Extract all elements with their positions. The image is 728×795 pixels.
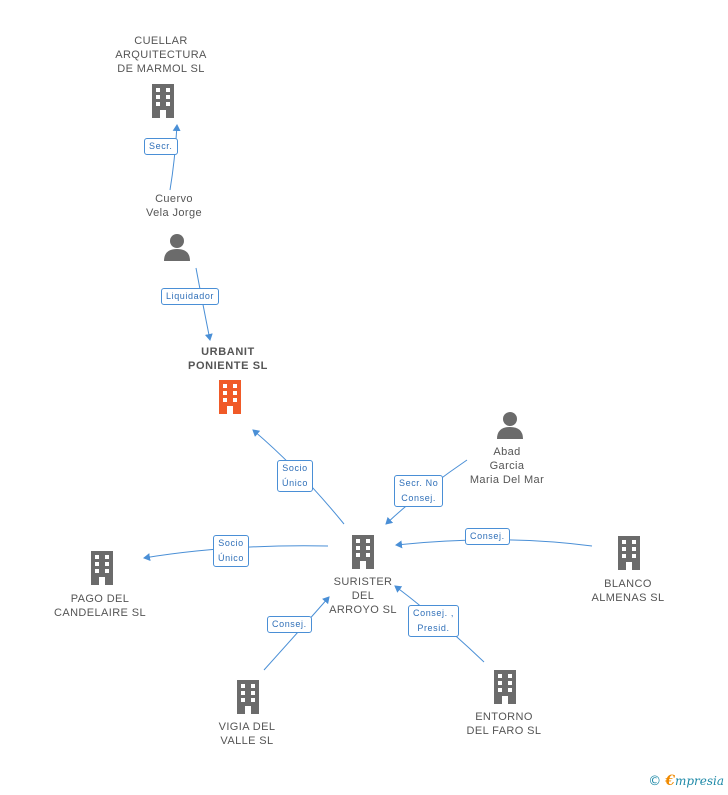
node-label-surister[interactable]: SURISTER DEL ARROYO SL [318, 575, 408, 617]
relation-label-secr[interactable]: Secr. [144, 138, 178, 155]
node-line: Abad [493, 446, 521, 458]
relation-line: Único [282, 478, 309, 488]
node-line: CANDELAIRE SL [53, 607, 146, 619]
relation-line: Consej. [272, 619, 307, 629]
node-line: BLANCO [604, 578, 652, 590]
node-line: VALLE SL [220, 735, 274, 747]
copyright-icon: © [648, 774, 662, 789]
relation-label-consej-vigia[interactable]: Consej. [267, 616, 312, 633]
node-label-entorno[interactable]: ENTORNO DEL FARO SL [456, 710, 552, 738]
relation-line: Único [218, 553, 245, 563]
relation-line: Socio [218, 538, 244, 548]
relation-label-secr-no-consej[interactable]: Secr. No Consej. [394, 475, 444, 507]
node-label-abad[interactable]: Abad Garcia Maria Del Mar [456, 445, 558, 487]
building-icon[interactable] [148, 84, 178, 118]
node-line: DEL [351, 590, 375, 602]
relation-line: Consej. , [413, 608, 454, 618]
person-icon[interactable] [162, 232, 192, 262]
node-line: Vela Jorge [146, 207, 202, 219]
node-line: ALMENAS SL [591, 592, 665, 604]
building-icon[interactable] [233, 680, 263, 714]
brand-logo-e: € [665, 773, 675, 789]
relation-line: Consej. [401, 493, 437, 503]
node-label-cuervo[interactable]: Cuervo Vela Jorge [126, 192, 222, 220]
building-icon[interactable] [87, 551, 117, 585]
relation-line: Liquidador [166, 291, 215, 301]
node-line: Maria Del Mar [469, 474, 545, 486]
relation-label-consej-presid[interactable]: Consej. , Presid. [408, 605, 459, 637]
node-line: Cuervo [155, 193, 193, 205]
relation-label-consej-blanco[interactable]: Consej. [465, 528, 510, 545]
node-line: DE MARMOL SL [117, 63, 205, 75]
node-label-blanco[interactable]: BLANCO ALMENAS SL [580, 577, 676, 605]
relation-line: Presid. [417, 623, 450, 633]
building-icon[interactable] [614, 536, 644, 570]
node-label-cuellar[interactable]: CUELLAR ARQUITECTURA DE MARMOL SL [100, 34, 222, 76]
node-line: DEL FARO SL [466, 725, 542, 737]
relation-label-liquidador[interactable]: Liquidador [161, 288, 220, 305]
node-line: ARROYO SL [329, 604, 397, 616]
node-line: URBANIT [201, 346, 255, 358]
node-line: Garcia [489, 460, 525, 472]
relation-line: Secr. [149, 141, 173, 151]
node-line: VIGIA DEL [218, 721, 276, 733]
edge-cuervo-cuellar [169, 124, 181, 191]
building-icon[interactable] [490, 670, 520, 704]
person-icon[interactable] [495, 410, 525, 440]
node-line: CUELLAR [134, 35, 188, 47]
node-line: PAGO DEL [70, 593, 130, 605]
node-line: ENTORNO [475, 711, 533, 723]
relation-line: Secr. No [399, 478, 439, 488]
relation-label-socio-unico-urbanit[interactable]: Socio Único [277, 460, 314, 492]
node-label-vigia[interactable]: VIGIA DEL VALLE SL [204, 720, 290, 748]
building-icon[interactable] [215, 380, 245, 414]
brand-logo-text: mpresia [674, 774, 724, 788]
node-line: PONIENTE SL [188, 360, 268, 372]
relation-line: Consej. [470, 531, 505, 541]
brand-footer: ©€mpresia [648, 773, 724, 789]
node-line: SURISTER [333, 576, 393, 588]
node-line: ARQUITECTURA [115, 49, 207, 61]
node-label-pago[interactable]: PAGO DEL CANDELAIRE SL [44, 592, 156, 620]
node-label-urbanit[interactable]: URBANIT PONIENTE SL [170, 345, 286, 373]
relation-line: Socio [282, 463, 308, 473]
building-icon[interactable] [348, 535, 378, 569]
relation-label-socio-unico-pago[interactable]: Socio Único [213, 535, 250, 567]
